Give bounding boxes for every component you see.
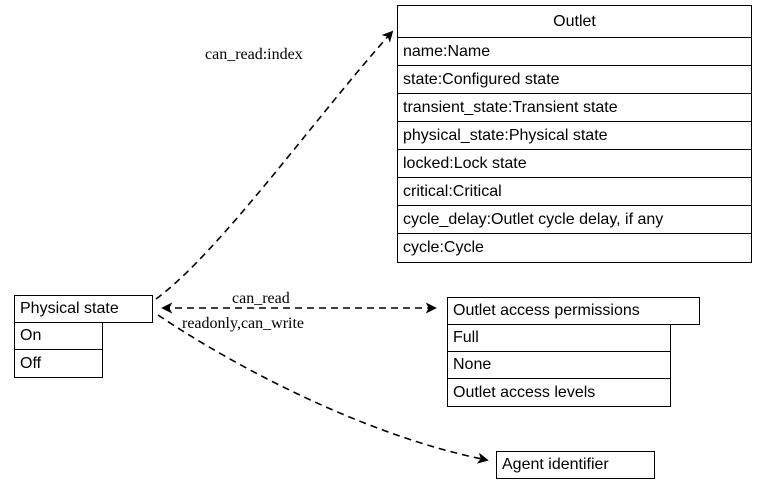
- node-outlet-row-physical-state: physical_state:Physical state: [397, 121, 752, 150]
- edge-can-read-index-line: [155, 30, 394, 300]
- node-physical-state-row-on: On: [14, 322, 103, 350]
- node-outlet-row-name: name:Name: [397, 37, 752, 66]
- edge-label-can-read: can_read: [232, 290, 290, 307]
- edge-readonly-can-write-line: [157, 314, 489, 464]
- node-physical-state-title: Physical state: [14, 295, 153, 323]
- node-outlet-row-critical: critical:Critical: [397, 177, 752, 206]
- node-outlet-access-permissions-title: Outlet access permissions: [447, 297, 700, 325]
- node-outlet-title: Outlet: [397, 5, 752, 38]
- edge-label-readonly-can-write: readonly,can_write: [182, 315, 305, 332]
- node-agent-identifier-title: Agent identifier: [496, 451, 655, 479]
- node-physical-state-row-off: Off: [14, 349, 103, 378]
- node-outlet-row-cycle-delay: cycle_delay:Outlet cycle delay, if any: [397, 205, 752, 234]
- node-outlet-row-transient-state: transient_state:Transient state: [397, 93, 752, 122]
- edge-label-can-read-index: can_read:index: [205, 46, 303, 63]
- node-outlet-access-permissions-row-none: None: [447, 351, 671, 379]
- node-outlet-access-permissions-row-full: Full: [447, 324, 671, 352]
- node-outlet-row-cycle: cycle:Cycle: [397, 233, 752, 263]
- node-outlet-access-permissions-row-levels: Outlet access levels: [447, 378, 671, 407]
- node-outlet-row-locked: locked:Lock state: [397, 149, 752, 178]
- node-outlet-row-state: state:Configured state: [397, 65, 752, 94]
